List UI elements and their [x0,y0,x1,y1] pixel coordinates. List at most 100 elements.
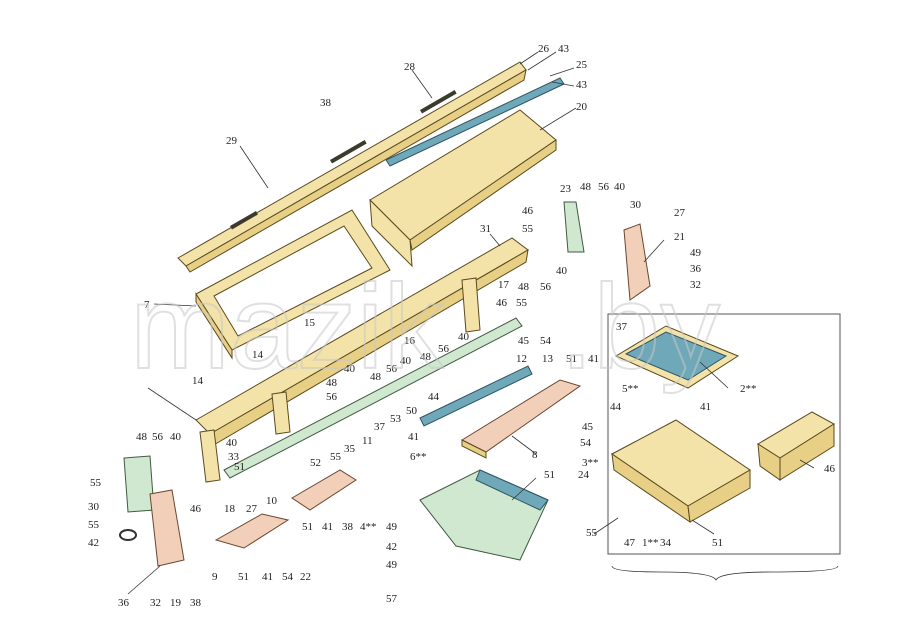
callout: 8 [532,449,538,461]
callout: 20 [576,101,588,113]
part-7-frame [195,209,391,360]
callout: 46 [496,297,508,309]
part-20-panel [369,109,557,268]
callout: 19 [170,597,182,609]
callout: 36 [690,263,702,275]
callout: 41 [700,401,711,413]
callout: 51 [566,353,577,365]
callout: 26 [538,43,550,55]
callout: 41 [322,521,333,533]
callout: 40 [170,431,182,443]
callout: 13 [542,353,554,365]
callout-labels: 26 43 25 43 28 38 20 29 23 48 56 40 46 3… [88,43,836,609]
callout: 10 [266,495,278,507]
callout: 23 [560,183,572,195]
callout: 40 [556,265,568,277]
callout: 36 [118,597,130,609]
callout: 51 [234,461,245,473]
watermark-text: mazik [130,260,444,394]
callout: 27 [246,503,258,515]
callout: 30 [88,501,100,513]
callout: 25 [576,59,588,71]
callout: 7 [144,299,150,311]
callout: 17 [498,279,510,291]
callout: 14 [192,375,204,387]
callout: 29 [226,135,238,147]
callout: 55 [522,223,534,235]
callout: 21 [674,231,685,243]
part-12-strip [419,365,533,427]
callout: 56 [326,391,338,403]
callout: 46 [522,205,534,217]
callout: 48 [326,377,338,389]
part-21-bracket [623,223,651,301]
kit-57-brace [611,565,839,581]
callout: 32 [150,597,161,609]
part-27-ring [119,529,137,541]
kit-57-frame [607,313,841,555]
callout: 5** [622,383,639,395]
callout: 48 [420,351,432,363]
callout: 54 [540,335,552,347]
callout: 41 [262,571,273,583]
callout: 42 [88,537,99,549]
callout: 53 [390,413,402,425]
callout: 50 [406,405,418,417]
callout: 33 [228,451,240,463]
callout: 49 [386,559,398,571]
callout: 56 [540,281,552,293]
callout: 38 [342,521,354,533]
part-11-strip [223,317,523,479]
callout: 9 [212,571,218,583]
callout: 12 [516,353,527,365]
callout: 57 [386,593,398,605]
callout: 55 [516,297,528,309]
callout: 43 [576,79,588,91]
callout: 38 [320,97,332,109]
part-3-box [757,411,835,481]
part-29-upper-trim [177,61,527,273]
callout: 24 [578,469,590,481]
callout: 30 [630,199,642,211]
part-9-piece [214,513,290,549]
callout: 38 [190,597,202,609]
callout: 40 [226,437,238,449]
callout: 49 [386,521,398,533]
callout: 54 [282,571,294,583]
callout: 45 [518,335,530,347]
callout: 51 [712,537,723,549]
callout: 14 [252,349,264,361]
callout: 48 [370,371,382,383]
callout: 49 [690,247,702,259]
callout: 34 [660,537,672,549]
watermark-suffix: .by [560,260,720,394]
part-23-bracket [563,201,585,253]
callout: 1** [642,537,659,549]
part-1-box [611,419,751,524]
callout: 47 [624,537,636,549]
callout: 4** [360,521,377,533]
callout: 40 [458,331,470,343]
callout: 42 [386,541,397,553]
leader-lines [127,51,815,595]
callout: 43 [558,43,570,55]
callout: 56 [598,181,610,193]
callout: 6** [410,451,427,463]
callout: 31 [480,223,491,235]
part-24-bracket [123,455,155,513]
callout: 55 [88,519,100,531]
callout: 35 [344,443,356,455]
callout: 40 [344,363,356,375]
callout: 56 [438,343,450,355]
callout: 55 [90,477,102,489]
callout: 48 [136,431,148,443]
callout: 32 [690,279,701,291]
callout: 46 [824,463,836,475]
callout: 55 [330,451,342,463]
callout: 28 [404,61,416,73]
callout: 37 [616,321,628,333]
callout: 27 [674,207,686,219]
callout: 2** [740,383,757,395]
callout: 56 [386,363,398,375]
callout: 54 [580,437,592,449]
